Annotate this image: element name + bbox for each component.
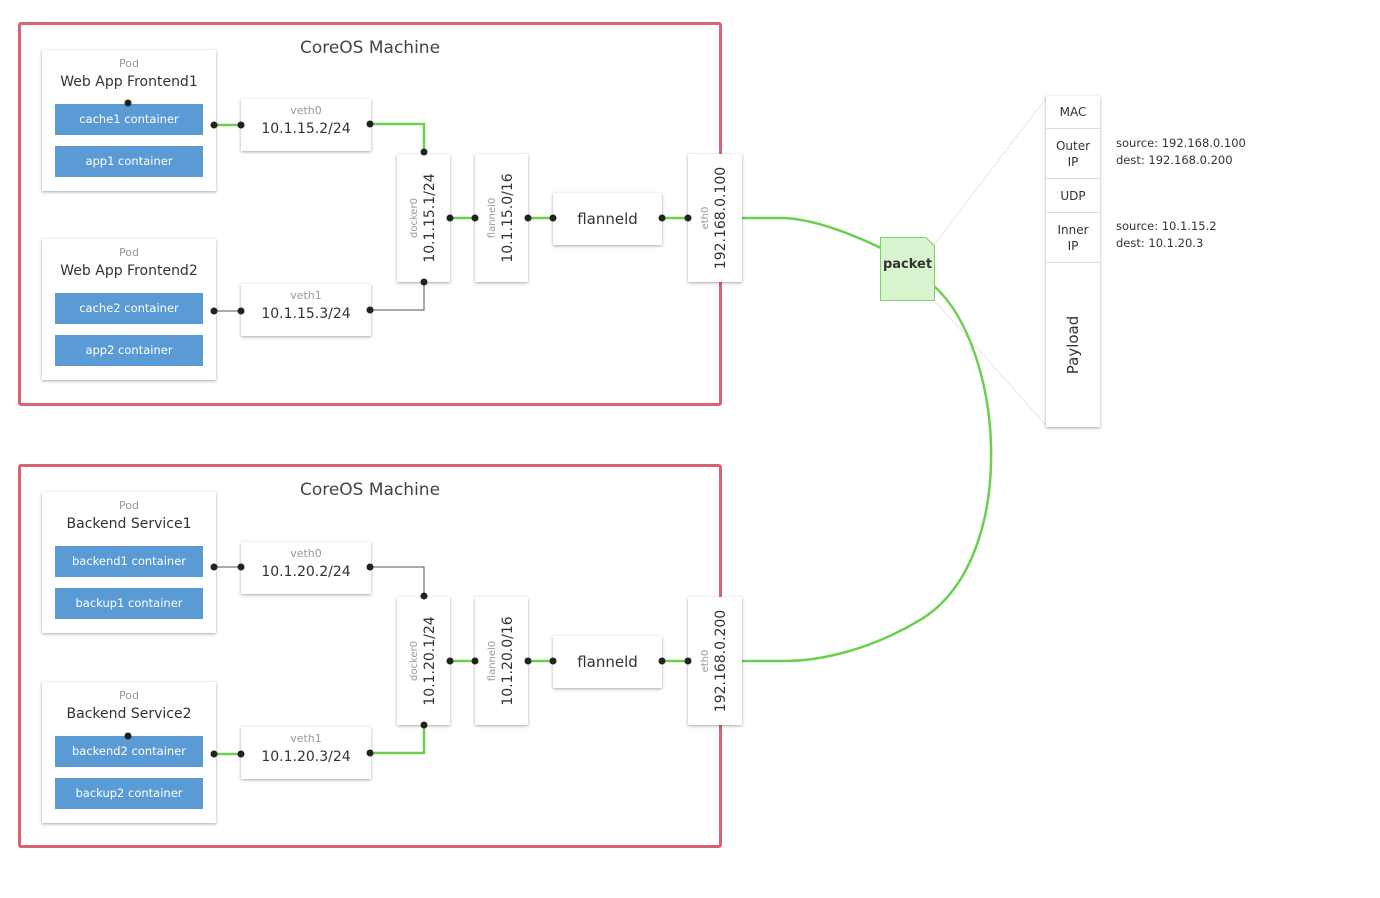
bridge-label: docker0 bbox=[408, 197, 420, 239]
inner-ip-dest: dest: 10.1.20.3 bbox=[1116, 236, 1204, 250]
bridge-label: docker0 bbox=[408, 640, 420, 682]
pod-backend-service2[interactable]: Pod Backend Service2 backend2 container … bbox=[42, 682, 216, 823]
pod-label: Pod bbox=[119, 57, 139, 70]
wire-veth1-docker0 bbox=[369, 281, 425, 311]
wire-veth0-docker0 bbox=[368, 122, 426, 154]
packet-document-icon bbox=[880, 237, 935, 301]
wire-eth0-packet bbox=[740, 216, 883, 250]
interface-ip: 10.1.15.3/24 bbox=[261, 306, 351, 322]
header-name: Inner IP bbox=[1057, 222, 1089, 253]
header-mac: MAC bbox=[1046, 96, 1100, 129]
cache1-container[interactable]: cache1 container bbox=[55, 104, 203, 135]
interface-ip: 10.1.20.3/24 bbox=[261, 749, 351, 765]
header-payload: Payload bbox=[1046, 263, 1100, 427]
pod-name: Backend Service1 bbox=[66, 516, 192, 532]
interface-label: flannel0 bbox=[486, 197, 498, 239]
backend2-container[interactable]: backend2 container bbox=[55, 736, 203, 767]
machine-title: CoreOS Machine bbox=[299, 38, 441, 58]
interface-label: eth0 bbox=[700, 206, 711, 230]
docker0-bridge[interactable]: docker0 10.1.20.1/24 bbox=[397, 597, 450, 725]
eth0-interface[interactable]: eth0 192.168.0.100 bbox=[688, 154, 742, 282]
interface-ip: 10.1.20.2/24 bbox=[261, 564, 351, 580]
interface-label: veth0 bbox=[290, 104, 322, 117]
outer-ip-dest: dest: 192.168.0.200 bbox=[1116, 153, 1233, 167]
flannel0-interface[interactable]: flannel0 10.1.15.0/16 bbox=[475, 154, 528, 282]
flannel0-interface[interactable]: flannel0 10.1.20.0/16 bbox=[475, 597, 528, 725]
veth1-interface[interactable]: veth1 10.1.15.3/24 bbox=[241, 284, 371, 336]
veth0-interface[interactable]: veth0 10.1.20.2/24 bbox=[241, 542, 371, 594]
interface-label: eth0 bbox=[700, 649, 711, 673]
inner-ip-source: source: 10.1.15.2 bbox=[1116, 219, 1217, 233]
docker0-bridge[interactable]: docker0 10.1.15.1/24 bbox=[397, 154, 450, 282]
backend1-container[interactable]: backend1 container bbox=[55, 546, 203, 577]
header-outer-ip: Outer IP bbox=[1046, 129, 1100, 179]
outer-ip-source: source: 192.168.0.100 bbox=[1116, 136, 1246, 150]
pod-label: Pod bbox=[119, 499, 139, 512]
packet-label: packet bbox=[882, 257, 933, 272]
flanneld-label: flanneld bbox=[577, 653, 638, 671]
app1-container[interactable]: app1 container bbox=[55, 146, 203, 177]
interface-label: veth0 bbox=[290, 547, 322, 560]
packet[interactable]: packet bbox=[880, 237, 935, 301]
pod-name: Web App Frontend1 bbox=[60, 74, 198, 90]
pod-label: Pod bbox=[119, 689, 139, 702]
pod-name: Web App Frontend2 bbox=[60, 263, 198, 279]
pod-name: Backend Service2 bbox=[66, 706, 192, 722]
header-udp: UDP bbox=[1046, 179, 1100, 213]
app2-container[interactable]: app2 container bbox=[55, 335, 203, 366]
veth1-interface[interactable]: veth1 10.1.20.3/24 bbox=[241, 727, 371, 779]
inner-ip-note: source: 10.1.15.2 dest: 10.1.20.3 bbox=[1116, 218, 1217, 252]
interface-ip: 192.168.0.100 bbox=[713, 166, 729, 270]
outer-ip-note: source: 192.168.0.100 dest: 192.168.0.20… bbox=[1116, 135, 1246, 169]
header-name: Outer IP bbox=[1055, 138, 1091, 169]
interface-ip: 192.168.0.200 bbox=[713, 609, 729, 713]
wire-packet-eth0-m2 bbox=[740, 284, 993, 663]
packet-header-stack: MAC Outer IP UDP Inner IP Payload bbox=[1046, 96, 1100, 427]
pod-label: Pod bbox=[119, 246, 139, 259]
interface-ip: 10.1.15.0/16 bbox=[499, 173, 516, 263]
pod-web-app-frontend1[interactable]: Pod Web App Frontend1 cache1 container a… bbox=[42, 50, 216, 191]
bridge-ip: 10.1.20.1/24 bbox=[421, 616, 438, 706]
flanneld-daemon[interactable]: flanneld bbox=[553, 193, 662, 245]
wire-veth1-docker0-m2 bbox=[368, 723, 426, 755]
wire-veth0-docker0-m2 bbox=[369, 566, 425, 597]
header-name: MAC bbox=[1059, 105, 1087, 119]
flanneld-daemon[interactable]: flanneld bbox=[553, 636, 662, 688]
eth0-interface[interactable]: eth0 192.168.0.200 bbox=[688, 597, 742, 725]
backup2-container[interactable]: backup2 container bbox=[55, 778, 203, 809]
interface-label: veth1 bbox=[290, 732, 322, 745]
backup1-container[interactable]: backup1 container bbox=[55, 588, 203, 619]
interface-label: flannel0 bbox=[486, 640, 498, 682]
interface-ip: 10.1.15.2/24 bbox=[261, 121, 351, 137]
interface-label: veth1 bbox=[290, 289, 322, 302]
pod-backend-service1[interactable]: Pod Backend Service1 backend1 container … bbox=[42, 492, 216, 633]
machine-title: CoreOS Machine bbox=[299, 480, 441, 500]
header-name: Payload bbox=[1064, 315, 1082, 375]
veth0-interface[interactable]: veth0 10.1.15.2/24 bbox=[241, 99, 371, 151]
header-inner-ip: Inner IP bbox=[1046, 213, 1100, 263]
bridge-ip: 10.1.15.1/24 bbox=[421, 173, 438, 263]
flanneld-label: flanneld bbox=[577, 210, 638, 228]
interface-ip: 10.1.20.0/16 bbox=[499, 616, 516, 706]
cache2-container[interactable]: cache2 container bbox=[55, 293, 203, 324]
pod-web-app-frontend2[interactable]: Pod Web App Frontend2 cache2 container a… bbox=[42, 239, 216, 380]
header-name: UDP bbox=[1060, 188, 1086, 203]
